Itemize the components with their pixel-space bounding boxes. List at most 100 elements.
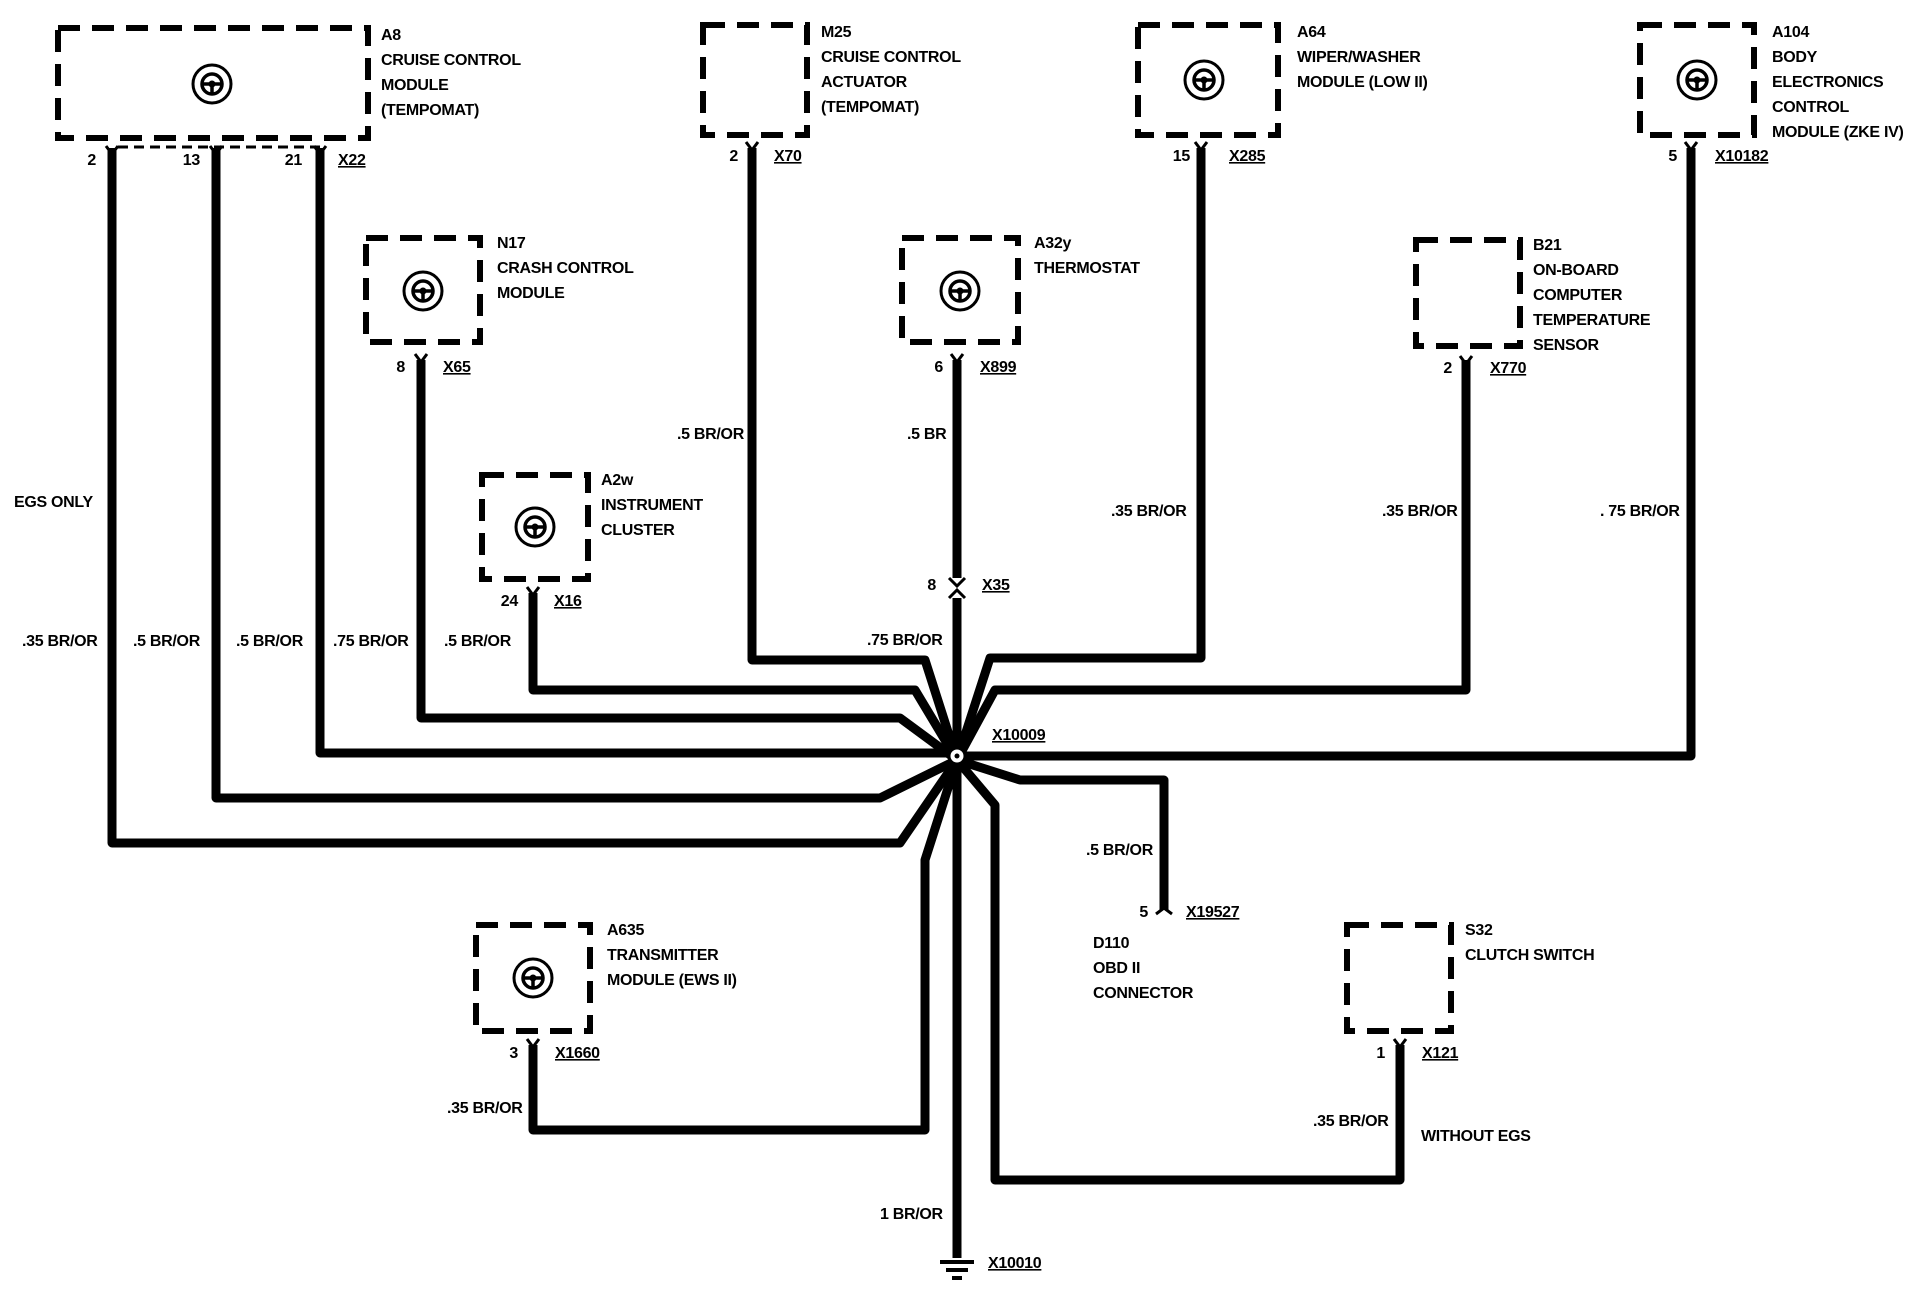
a64-id: A64 bbox=[1297, 24, 1326, 41]
wire-label-n17: .75 BR/OR bbox=[333, 633, 409, 650]
module-icon bbox=[1183, 59, 1225, 101]
wire-m25 bbox=[747, 148, 962, 762]
wire-label-a104: . 75 BR/OR bbox=[1600, 503, 1680, 520]
s32-name-1: CLUTCH SWITCH bbox=[1465, 947, 1594, 964]
a8-pin-21: 21 bbox=[285, 152, 303, 169]
wires bbox=[107, 148, 1696, 1258]
component-a2w-instrument-cluster: A2w INSTRUMENT CLUSTER 24 X16 bbox=[479, 472, 704, 610]
n17-id: N17 bbox=[497, 235, 526, 252]
a2w-name-1: INSTRUMENT bbox=[601, 497, 703, 514]
m25-name-3: (TEMPOMAT) bbox=[821, 99, 919, 116]
a8-id: A8 bbox=[381, 27, 401, 44]
d110-name-1: OBD II bbox=[1093, 960, 1140, 977]
a635-id: A635 bbox=[607, 922, 644, 939]
a635-connector: X1660 bbox=[555, 1045, 600, 1062]
wire-label-a32y: .5 BR bbox=[907, 426, 947, 443]
wire-label-a64: .35 BR/OR bbox=[1111, 503, 1187, 520]
module-icon bbox=[512, 957, 554, 999]
a8-name-3: (TEMPOMAT) bbox=[381, 102, 479, 119]
component-s32-clutch-switch: S32 CLUTCH SWITCH 1 X121 bbox=[1344, 922, 1595, 1062]
b21-id: B21 bbox=[1533, 237, 1562, 254]
wire-label-a8-pin13: .5 BR/OR bbox=[133, 633, 201, 650]
module-icon bbox=[191, 63, 233, 105]
component-a8-cruise-control-module: A8 CRUISE CONTROL MODULE (TEMPOMAT) 2 13… bbox=[55, 25, 522, 169]
a2w-connector: X16 bbox=[554, 593, 582, 610]
module-icon bbox=[1676, 59, 1718, 101]
n17-pin: 8 bbox=[396, 359, 405, 376]
a8-name-1: CRUISE CONTROL bbox=[381, 52, 521, 69]
a635-pin: 3 bbox=[509, 1045, 518, 1062]
wire-label-a635: .35 BR/OR bbox=[447, 1100, 523, 1117]
wire-s32 bbox=[953, 757, 1405, 1185]
wire-a635 bbox=[528, 758, 962, 1135]
a8-pin-13: 13 bbox=[183, 152, 201, 169]
a104-name-2: ELECTRONICS bbox=[1772, 74, 1884, 91]
n17-name-1: CRASH CONTROL bbox=[497, 260, 634, 277]
wire-label-a8-pin2: .35 BR/OR bbox=[22, 633, 98, 650]
b21-connector: X770 bbox=[1490, 360, 1527, 377]
m25-name-2: ACTUATOR bbox=[821, 74, 908, 91]
m25-name-1: CRUISE CONTROL bbox=[821, 49, 961, 66]
note-egs-only: EGS ONLY bbox=[14, 494, 93, 511]
ground-x10010: X10010 bbox=[940, 1255, 1042, 1280]
a104-id: A104 bbox=[1772, 24, 1809, 41]
a104-name-1: BODY bbox=[1772, 49, 1818, 66]
s32-connector: X121 bbox=[1422, 1045, 1459, 1062]
a104-connector: X10182 bbox=[1715, 148, 1769, 165]
module-icon bbox=[514, 506, 556, 548]
a64-connector: X285 bbox=[1229, 148, 1266, 165]
b21-pin: 2 bbox=[1443, 360, 1452, 377]
wire-a8-pin13 bbox=[211, 148, 959, 803]
wire-label-ground: 1 BR/OR bbox=[880, 1206, 944, 1223]
wire-a2w bbox=[528, 593, 961, 763]
a8-pin-2: 2 bbox=[87, 152, 96, 169]
wire-a8-pin21 bbox=[315, 148, 957, 758]
d110-id: D110 bbox=[1093, 935, 1130, 952]
s32-id: S32 bbox=[1465, 922, 1493, 939]
a64-name-2: MODULE (LOW II) bbox=[1297, 74, 1428, 91]
wire-label-x35: .75 BR/OR bbox=[867, 632, 943, 649]
wire-b21 bbox=[953, 360, 1471, 763]
a64-pin: 15 bbox=[1173, 148, 1191, 165]
wire-label-a8-pin21: .5 BR/OR bbox=[236, 633, 304, 650]
a104-name-3: CONTROL bbox=[1772, 99, 1850, 116]
x35-label: X35 bbox=[982, 577, 1010, 594]
d110-name-2: CONNECTOR bbox=[1093, 985, 1194, 1002]
module-icon bbox=[939, 270, 981, 312]
splice-x10009: X10009 bbox=[947, 727, 1046, 766]
b21-name-4: SENSOR bbox=[1533, 337, 1600, 354]
d110-connector: X19527 bbox=[1186, 904, 1240, 921]
b21-name-2: COMPUTER bbox=[1533, 287, 1623, 304]
a635-name-2: MODULE (EWS II) bbox=[607, 972, 737, 989]
wire-label-b21: .35 BR/OR bbox=[1382, 503, 1458, 520]
a32y-name-1: THERMOSTAT bbox=[1034, 260, 1140, 277]
wire-label-s32: .35 BR/OR bbox=[1313, 1113, 1389, 1130]
a104-name-4: MODULE (ZKE IV) bbox=[1772, 124, 1904, 141]
n17-connector: X65 bbox=[443, 359, 471, 376]
b21-name-1: ON-BOARD bbox=[1533, 262, 1619, 279]
wire-d110 bbox=[955, 755, 1169, 910]
wire-label-a2w: .5 BR/OR bbox=[444, 633, 512, 650]
inline-connector-x35: 8 X35 bbox=[927, 576, 1010, 600]
x35-pin: 8 bbox=[927, 577, 936, 594]
wire-label-d110: .5 BR/OR bbox=[1086, 842, 1154, 859]
a2w-id: A2w bbox=[601, 472, 634, 489]
a32y-connector: X899 bbox=[980, 359, 1017, 376]
a635-name-1: TRANSMITTER bbox=[607, 947, 719, 964]
splice-label: X10009 bbox=[992, 727, 1046, 744]
wire-a8-pin2 bbox=[107, 148, 961, 848]
a8-connector: X22 bbox=[338, 152, 366, 169]
b21-name-3: TEMPERATURE bbox=[1533, 312, 1651, 329]
d110-pin: 5 bbox=[1139, 904, 1148, 921]
component-a635-transmitter-module: A635 TRANSMITTER MODULE (EWS II) 3 X1660 bbox=[473, 922, 737, 1062]
module-icon bbox=[402, 270, 444, 312]
ground-label: X10010 bbox=[988, 1255, 1042, 1272]
component-d110-obd-connector: 5 X19527 D110 OBD II CONNECTOR bbox=[1093, 904, 1240, 1002]
a8-name-2: MODULE bbox=[381, 77, 449, 94]
s32-pin: 1 bbox=[1376, 1045, 1385, 1062]
wire-n17 bbox=[416, 360, 960, 764]
a104-pin: 5 bbox=[1668, 148, 1677, 165]
a64-name-1: WIPER/WASHER bbox=[1297, 49, 1421, 66]
a2w-pin: 24 bbox=[501, 593, 519, 610]
component-m25-cruise-control-actuator: M25 CRUISE CONTROL ACTUATOR (TEMPOMAT) 2… bbox=[700, 22, 962, 165]
